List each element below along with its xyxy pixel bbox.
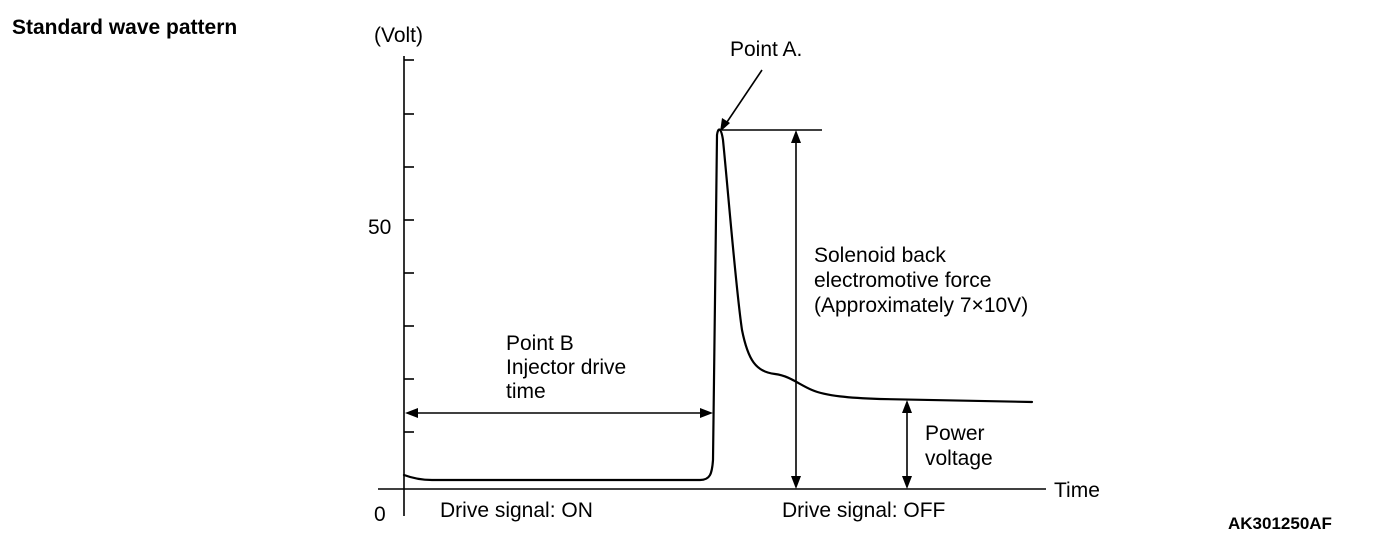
power-voltage-label: Power voltage xyxy=(925,422,993,470)
back-emf-arrow xyxy=(791,130,801,489)
y-tick-label-0: 0 xyxy=(374,503,386,526)
y-tick-label-50: 50 xyxy=(368,216,391,239)
injector-drive-time-arrow xyxy=(405,408,713,418)
figure-code: AK301250AF xyxy=(1228,514,1332,533)
y-axis-unit: (Volt) xyxy=(374,24,423,47)
point-b-label: Point B Injector drive time xyxy=(506,332,632,403)
y-axis-ticks xyxy=(404,59,414,433)
drive-signal-off-label: Drive signal: OFF xyxy=(782,499,945,522)
point-a-label: Point A. xyxy=(730,38,802,61)
back-emf-label: Solenoid back electromotive force (Appro… xyxy=(814,244,1028,317)
point-a-arrow xyxy=(720,69,763,132)
voltage-waveform xyxy=(402,128,1034,482)
drive-signal-on-label: Drive signal: ON xyxy=(440,499,593,522)
diagram-title: Standard wave pattern xyxy=(12,16,237,39)
x-axis-label: Time xyxy=(1054,479,1100,502)
power-voltage-arrow xyxy=(902,400,912,489)
